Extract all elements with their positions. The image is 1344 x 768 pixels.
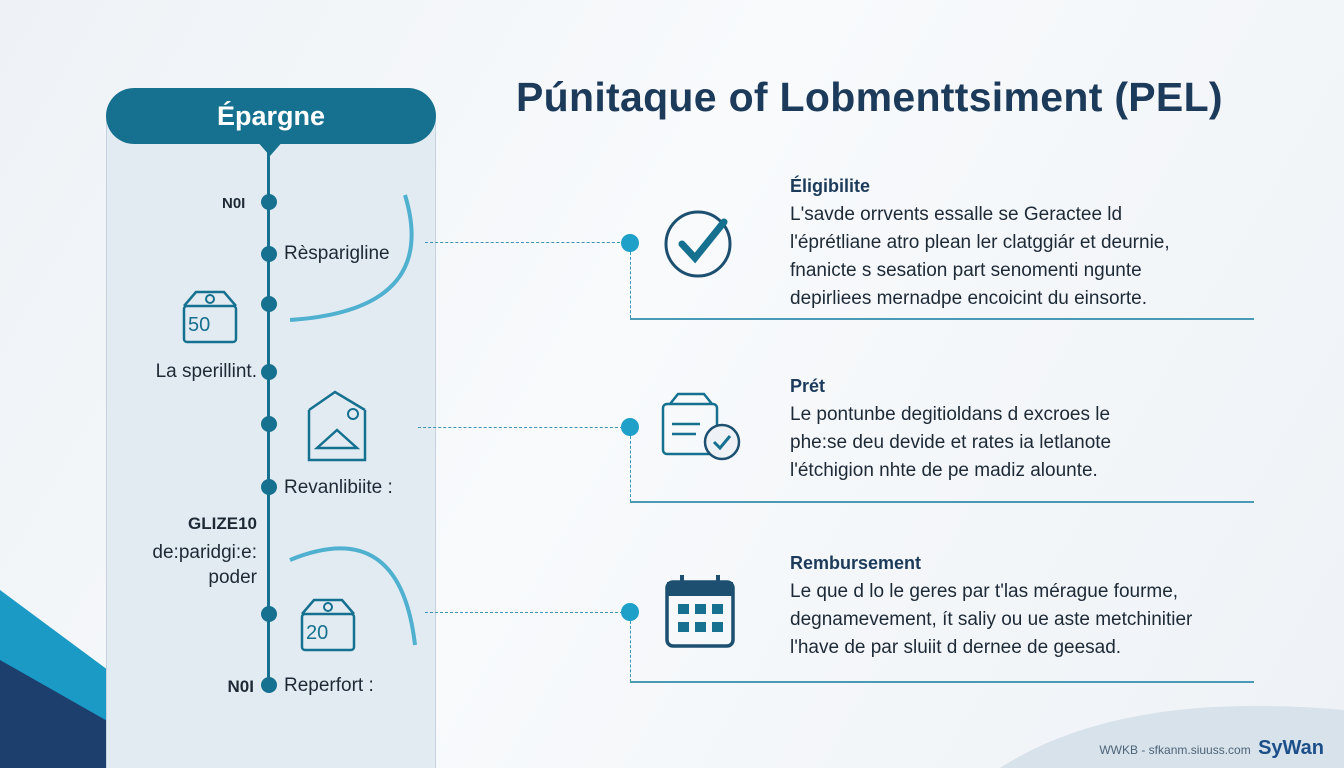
timeline-label: de:paridgi:e:: [152, 542, 257, 563]
document-check-icon: [661, 392, 741, 461]
divider: [630, 501, 1254, 503]
timeline-header: Épargne: [106, 88, 436, 144]
footer: WWKB - sfkanm.siuuss.com SyWan: [1099, 737, 1324, 760]
section-heading: Rembursement: [790, 553, 922, 573]
connector: [630, 252, 631, 318]
timeline-label: La sperillint.: [155, 361, 257, 382]
connector: [425, 612, 623, 613]
timeline-label: poder: [208, 567, 257, 588]
checkmark-circle-icon: [664, 210, 732, 278]
arc-decoration: [289, 194, 414, 322]
savings-box-icon: 20: [298, 596, 358, 652]
house-icon: [305, 388, 369, 469]
footer-url[interactable]: WWKB - sfkanm.siuuss.com: [1099, 743, 1251, 757]
section-text: Le que d lo le geres par t'las mérague f…: [790, 581, 1193, 658]
timeline-label: GLIZE10: [188, 514, 257, 533]
calendar-icon: [665, 575, 735, 648]
timeline-panel: [106, 120, 436, 768]
timeline-label: Revanlibiite :: [284, 477, 393, 498]
connector-dot: [621, 603, 639, 621]
timeline-dot: [261, 246, 277, 262]
header-pointer: [256, 140, 284, 156]
section-heading: Prét: [790, 376, 826, 396]
section-heading: Éligibilite: [790, 176, 871, 196]
divider: [630, 318, 1254, 320]
divider: [630, 681, 1254, 683]
connector: [425, 242, 625, 243]
section-text: L'savde orrvents essalle se Geractee ld …: [790, 204, 1170, 309]
brand-logo: SyWan: [1258, 737, 1324, 759]
footer-wave: [1000, 705, 1344, 768]
timeline-label: Reperfort :: [284, 675, 374, 696]
timeline-dot: [261, 416, 277, 432]
section-pret: Prét Le pontunbe degitioldans d excroes …: [790, 376, 1260, 485]
arc-decoration: [289, 546, 417, 646]
timeline-dot: [261, 296, 277, 312]
connector: [630, 621, 631, 682]
timeline-dot: [261, 479, 277, 495]
timeline-label: N0I: [222, 195, 246, 212]
section-text: Le pontunbe degitioldans d excroes le ph…: [790, 404, 1112, 481]
section-eligibility: Éligibilite L'savde orrvents essalle se …: [790, 176, 1260, 313]
connector: [418, 427, 623, 428]
section-remboursement: Rembursement Le que d lo le geres par t'…: [790, 553, 1260, 662]
connector-dot: [621, 418, 639, 436]
connector: [630, 436, 631, 502]
page-title: Púnitaque of Lobmenttsiment (PEL): [516, 74, 1223, 120]
connector-dot: [621, 234, 639, 252]
timeline-label: N0I: [227, 677, 254, 696]
savings-box-icon: 50: [180, 288, 240, 344]
timeline-dot: [261, 606, 277, 622]
timeline-dot: [261, 364, 277, 380]
timeline-dot: [261, 194, 277, 210]
timeline-label: Rèsparigline: [284, 243, 390, 264]
timeline-dot: [261, 677, 277, 693]
